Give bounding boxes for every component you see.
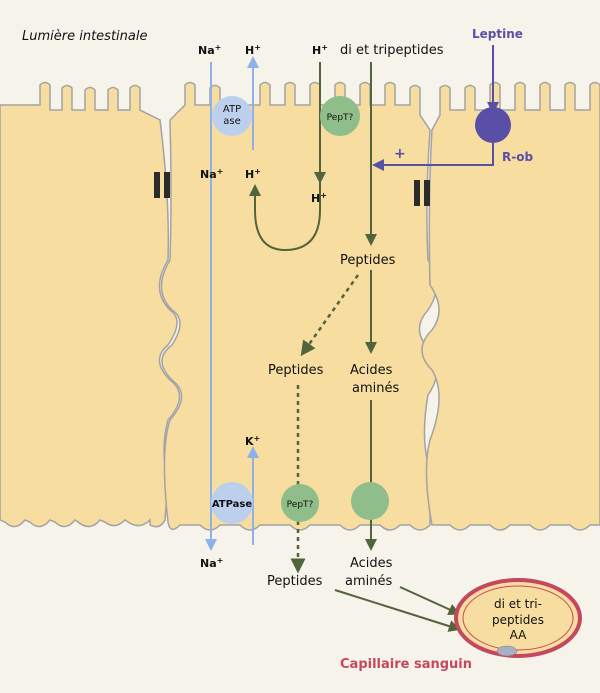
acides-bottom-line2: aminés xyxy=(345,574,392,589)
acides-mid-line1: Acides xyxy=(350,363,393,378)
atpase-bottom-circle xyxy=(211,482,253,524)
capillaire-label: Capillaire sanguin xyxy=(340,657,472,672)
rob-label: R-ob xyxy=(502,150,533,164)
tight-junction-right-a xyxy=(414,180,420,206)
capillary-inner xyxy=(462,585,574,651)
cell-left xyxy=(0,81,181,528)
aa-to-cap xyxy=(399,586,461,615)
cell-middle xyxy=(160,81,438,531)
tight-junction-left-b xyxy=(164,172,170,198)
pept-bottom-label: PepT? xyxy=(287,500,314,510)
peptides-mid-label: Peptides xyxy=(340,253,396,268)
na-top-label: Na+ xyxy=(198,43,221,57)
leptine-label: Leptine xyxy=(472,27,523,41)
h-curve-arrow xyxy=(249,160,321,252)
pept-top-label: PepT? xyxy=(327,113,354,123)
plus-label: + xyxy=(394,146,406,162)
rob-signal-arrow xyxy=(372,142,494,171)
pept-bottom-circle xyxy=(281,484,319,522)
atp-top-line2: ase xyxy=(223,116,241,127)
rob-receptor xyxy=(475,107,511,143)
di-tri-top-label: di et tripeptides xyxy=(340,43,444,58)
pept-top-circle xyxy=(320,96,360,136)
h-mid-label: H+ xyxy=(245,167,261,181)
atpase-bottom-label: ATPase xyxy=(212,499,253,510)
cap-line2: peptides xyxy=(492,613,544,627)
aa-transporter-circle xyxy=(351,482,389,520)
atpase-top-circle xyxy=(212,96,252,136)
cell-right xyxy=(421,81,600,531)
atp-top-line1: ATP xyxy=(223,104,241,115)
acides-mid-line2: aminés xyxy=(352,381,399,396)
peptides-left-label: Peptides xyxy=(268,363,324,378)
capillary-outer xyxy=(454,578,582,658)
cap-line1: di et tri- xyxy=(494,597,542,611)
na-bottom-label: Na+ xyxy=(200,556,223,570)
na-mid-label: Na+ xyxy=(200,167,223,181)
peptides-to-cap xyxy=(334,589,461,632)
h-mid2-label: H+ xyxy=(311,191,327,205)
h-top-label: H+ xyxy=(245,43,261,57)
tight-junction-right-b xyxy=(424,180,430,206)
peptides-bottom-label: Peptides xyxy=(267,574,323,589)
tight-junction-left-a xyxy=(154,172,160,198)
red-cell xyxy=(496,645,518,657)
acides-bottom-line1: Acides xyxy=(350,556,393,571)
cap-line3: AA xyxy=(510,628,528,642)
k-label: K+ xyxy=(245,434,260,448)
h-top2-label: H+ xyxy=(312,43,328,57)
lumen-label: Lumière intestinale xyxy=(22,29,147,44)
